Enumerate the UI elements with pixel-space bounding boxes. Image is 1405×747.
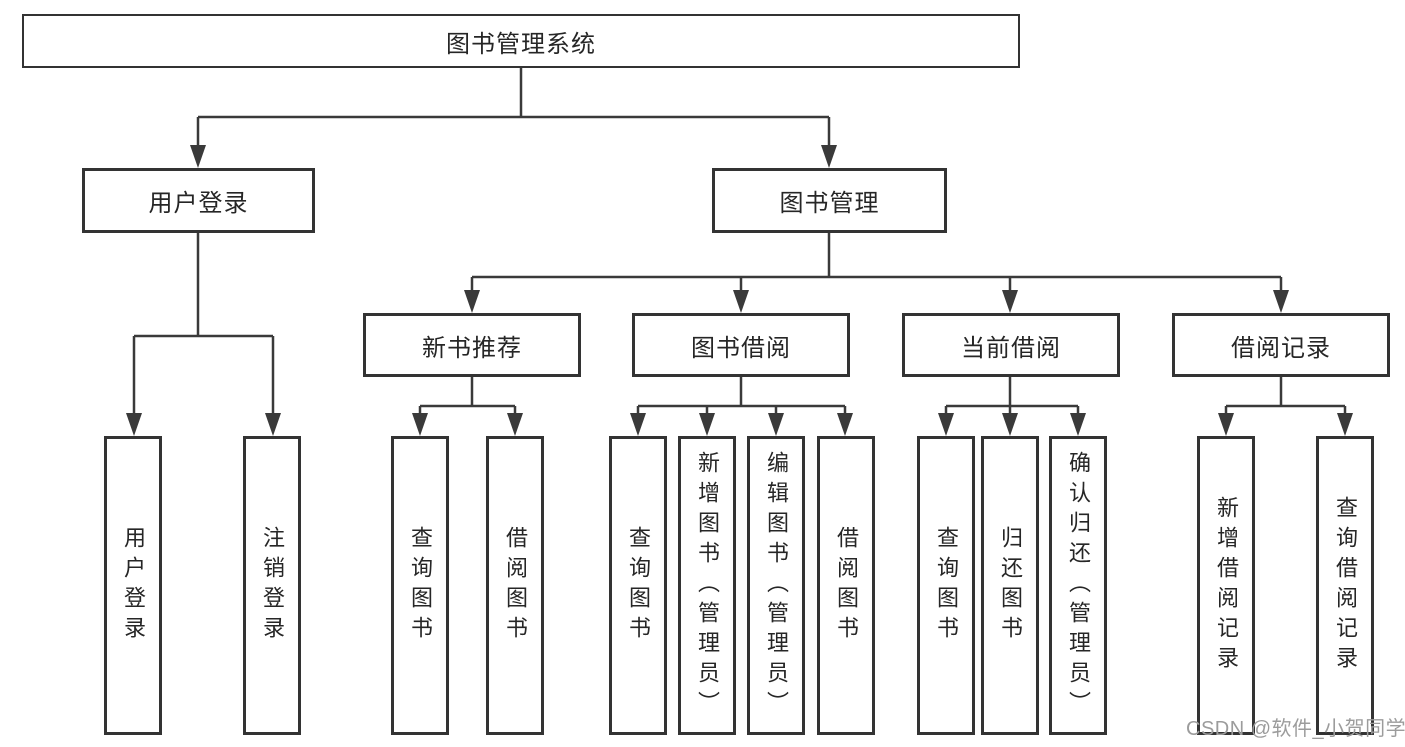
node-library-management-system: 图书管理系统 xyxy=(22,14,1020,68)
node-label: 当前借阅 xyxy=(961,334,1061,362)
leaf-label: 用户登录 xyxy=(121,525,146,646)
leaf-label: 查询图书 xyxy=(626,525,651,646)
leaf-borrow-books-recommend: 借阅图书 xyxy=(486,436,544,735)
leaf-return-book: 归还图书 xyxy=(981,436,1039,735)
leaf-label: 编辑图书（管理员） xyxy=(764,450,789,721)
leaf-label: 借阅图书 xyxy=(503,525,528,646)
node-current-borrowing: 当前借阅 xyxy=(902,313,1120,377)
node-label: 图书借阅 xyxy=(691,334,791,362)
leaf-borrow-books-borrowing: 借阅图书 xyxy=(817,436,875,735)
leaf-query-books-recommend: 查询图书 xyxy=(391,436,449,735)
node-borrowing-records: 借阅记录 xyxy=(1172,313,1390,377)
node-label: 新书推荐 xyxy=(422,334,522,362)
leaf-label: 新增借阅记录 xyxy=(1214,495,1239,676)
leaf-user-login: 用户登录 xyxy=(104,436,162,735)
leaf-add-book-admin: 新增图书（管理员） xyxy=(678,436,736,735)
leaf-label: 查询图书 xyxy=(408,525,433,646)
node-label: 用户登录 xyxy=(148,190,249,217)
arrowhead-icons xyxy=(126,145,1353,436)
node-book-management: 图书管理 xyxy=(712,168,947,233)
node-book-borrowing: 图书借阅 xyxy=(632,313,850,377)
leaf-logout: 注销登录 xyxy=(243,436,301,735)
node-label: 图书管理 xyxy=(779,190,880,217)
leaf-query-books-current: 查询图书 xyxy=(917,436,975,735)
leaf-label: 借阅图书 xyxy=(834,525,859,646)
leaf-label: 注销登录 xyxy=(260,525,285,646)
connector-segments xyxy=(132,68,1347,418)
csdn-watermark: CSDN @软件_小贺同学 xyxy=(1186,718,1405,740)
leaf-query-borrow-record: 查询借阅记录 xyxy=(1316,436,1374,735)
node-user-login: 用户登录 xyxy=(82,168,315,233)
leaf-label: 确认归还（管理员） xyxy=(1066,450,1091,721)
leaf-label: 查询借阅记录 xyxy=(1333,495,1358,676)
leaf-query-books-borrowing: 查询图书 xyxy=(609,436,667,735)
node-new-book-recommend: 新书推荐 xyxy=(363,313,581,377)
node-label: 图书管理系统 xyxy=(446,30,596,58)
leaf-add-borrow-record: 新增借阅记录 xyxy=(1197,436,1255,735)
leaf-edit-book-admin: 编辑图书（管理员） xyxy=(747,436,805,735)
leaf-label: 归还图书 xyxy=(998,525,1023,646)
node-label: 借阅记录 xyxy=(1231,334,1331,362)
leaf-label: 新增图书（管理员） xyxy=(695,450,720,721)
leaf-confirm-return-admin: 确认归还（管理员） xyxy=(1049,436,1107,735)
leaf-label: 查询图书 xyxy=(934,525,959,646)
